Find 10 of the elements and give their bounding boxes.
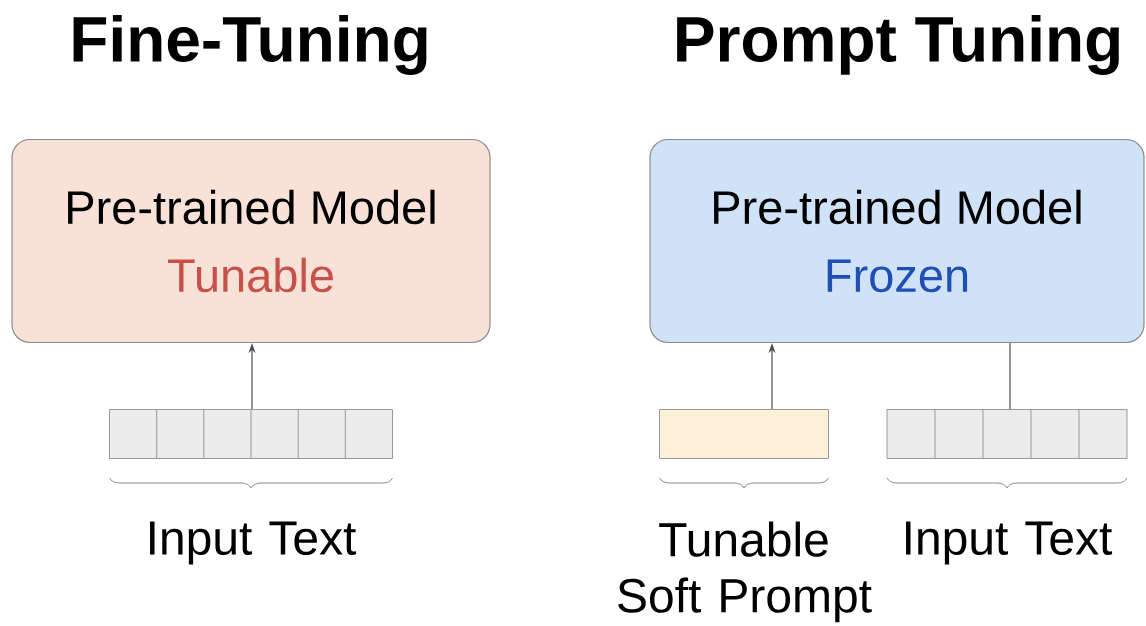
soft-prompt-bar — [659, 409, 829, 459]
node-label: Input Text — [906, 521, 1113, 565]
node-label: Tunable Soft Prompt — [618, 521, 872, 623]
heading: Prompt Tuning — [677, 15, 1119, 75]
model-box: Pre-trained Model Frozen — [649, 138, 1145, 344]
token-strip — [109, 409, 393, 459]
heading: Fine-Tuning — [73, 15, 427, 75]
token-strip — [886, 409, 1128, 459]
node-label: Input Text — [150, 521, 357, 565]
model-box: Pre-trained Model Tunable — [11, 138, 491, 344]
